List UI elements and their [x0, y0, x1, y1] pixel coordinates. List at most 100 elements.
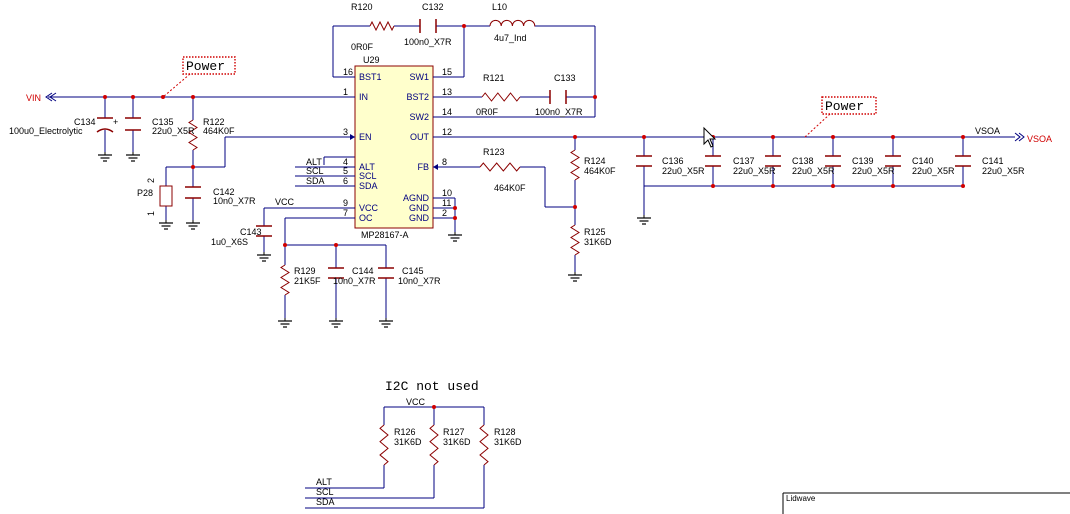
junction-dot [334, 243, 338, 247]
resistor-icon [479, 424, 489, 466]
component-value: 31K6D [494, 437, 522, 447]
ground-icon [97, 151, 113, 162]
ic-pin-name: GND [409, 213, 430, 223]
power-note-2: Power [821, 96, 877, 115]
ic-pin-number: 8 [442, 157, 447, 167]
wires [45, 25, 1025, 509]
net-alt-2: ALT [316, 477, 332, 487]
component-ref: C132 [422, 2, 444, 12]
junction-dot [891, 135, 895, 139]
component-value: 31K6D [394, 437, 422, 447]
mouse-cursor-icon [703, 126, 717, 148]
header-pin-2: 2 [146, 178, 156, 183]
vsoa-port-icon [1014, 132, 1025, 142]
en-input-arrow-icon [350, 134, 355, 140]
ic-pin-name: IN [359, 92, 368, 102]
component-ref: R127 [443, 427, 465, 437]
junction-dot [462, 24, 466, 28]
component-ref: C134 [74, 117, 96, 127]
component-ref: C145 [402, 266, 424, 276]
junction-dot [573, 135, 577, 139]
electrolytic-capacitor-icon [96, 128, 114, 133]
header-p28 [159, 185, 173, 207]
ic-pin-number: 14 [442, 107, 452, 117]
ic-pin-number: 16 [343, 67, 353, 77]
ic-pin-name: BST1 [359, 72, 382, 82]
net-scl-2: SCL [316, 487, 334, 497]
ic-pin-number: 11 [442, 198, 451, 208]
ic-pin-number: 9 [343, 198, 348, 208]
resistor-icon [479, 162, 521, 172]
component-value: 100u0_Electrolytic [9, 126, 83, 136]
ic-pin-name: OUT [410, 132, 430, 142]
junction-dot [191, 165, 195, 169]
component-ref: R120 [351, 2, 373, 12]
component-value: 464K0F [494, 183, 526, 193]
component-ref: L10 [492, 2, 507, 12]
ic-pin-number: 12 [442, 127, 452, 137]
component-value: 100n0_X7R [535, 107, 583, 117]
fb-input-arrow-icon [433, 164, 438, 170]
resistor-icon [188, 119, 198, 151]
resistor-icon [429, 424, 439, 466]
ic-pin-number: 15 [442, 67, 452, 77]
power-note-pointer [804, 113, 831, 138]
component-value: 464K0F [584, 166, 616, 176]
junction-dot [642, 135, 646, 139]
junction-dot [831, 184, 835, 188]
ic-pin-number: 7 [343, 208, 348, 218]
junction-dot [131, 95, 135, 99]
net-labels: VIN VSOA VSOA VCC ALT SCL SDA ALT SCL SD… [26, 93, 1052, 507]
junction-dot [573, 205, 577, 209]
component-value: 22u0_X5R [852, 166, 895, 176]
net-vcc-2: VCC [406, 397, 426, 407]
components: +12 [96, 19, 971, 466]
component-ref: R124 [584, 156, 606, 166]
component-ref: C144 [352, 266, 374, 276]
component-value: 0R0F [351, 42, 374, 52]
junction-dot [453, 206, 457, 210]
component-value: 10n0_X7R [213, 196, 256, 206]
resistor-icon [280, 264, 290, 296]
component-ref: R122 [203, 117, 225, 127]
component-ref: R123 [483, 147, 505, 157]
component-value: 22u0_X5R [982, 166, 1025, 176]
ic-pin-name: SDA [359, 181, 378, 191]
ic-pin-number: 2 [442, 208, 447, 218]
net-vcc: VCC [275, 197, 295, 207]
junction-dot [103, 95, 107, 99]
port-vsoa: VSOA [1027, 134, 1052, 144]
component-ref: C138 [792, 156, 814, 166]
ground-icon [328, 317, 344, 328]
component-ref: C137 [733, 156, 755, 166]
resistor-icon [379, 424, 389, 466]
net-alt: ALT [306, 157, 322, 167]
ic-part: MP28167-A [361, 230, 409, 240]
ground-icon [567, 271, 583, 282]
component-ref: C133 [554, 73, 576, 83]
power-note-1: Power [182, 56, 236, 75]
header-pin-1: 1 [146, 211, 156, 216]
inductor-icon [489, 19, 536, 27]
resistor-icon [570, 224, 580, 256]
ic-pin-name: FB [417, 162, 429, 172]
component-value: 10n0_X7R [333, 276, 376, 286]
component-ref: C139 [852, 156, 874, 166]
ic-pin-number: 1 [343, 87, 348, 97]
ic-pin-name: SCL [359, 171, 377, 181]
ic-pin-number: 6 [343, 176, 348, 186]
component-ref: R126 [394, 427, 416, 437]
component-ref: C136 [662, 156, 684, 166]
polarity-plus-icon: + [113, 117, 118, 127]
title-block: Lidwave [782, 492, 1070, 514]
company-name: Lidwave [786, 494, 816, 503]
ic-pin-name: BST2 [406, 92, 429, 102]
ground-icon [125, 151, 141, 162]
ground-icon [447, 231, 463, 242]
ic-pin-number: 13 [442, 87, 452, 97]
ic-ref: U29 [363, 55, 380, 65]
ic-pin-name: ALT [359, 162, 375, 172]
power-note-pointer [162, 73, 191, 98]
